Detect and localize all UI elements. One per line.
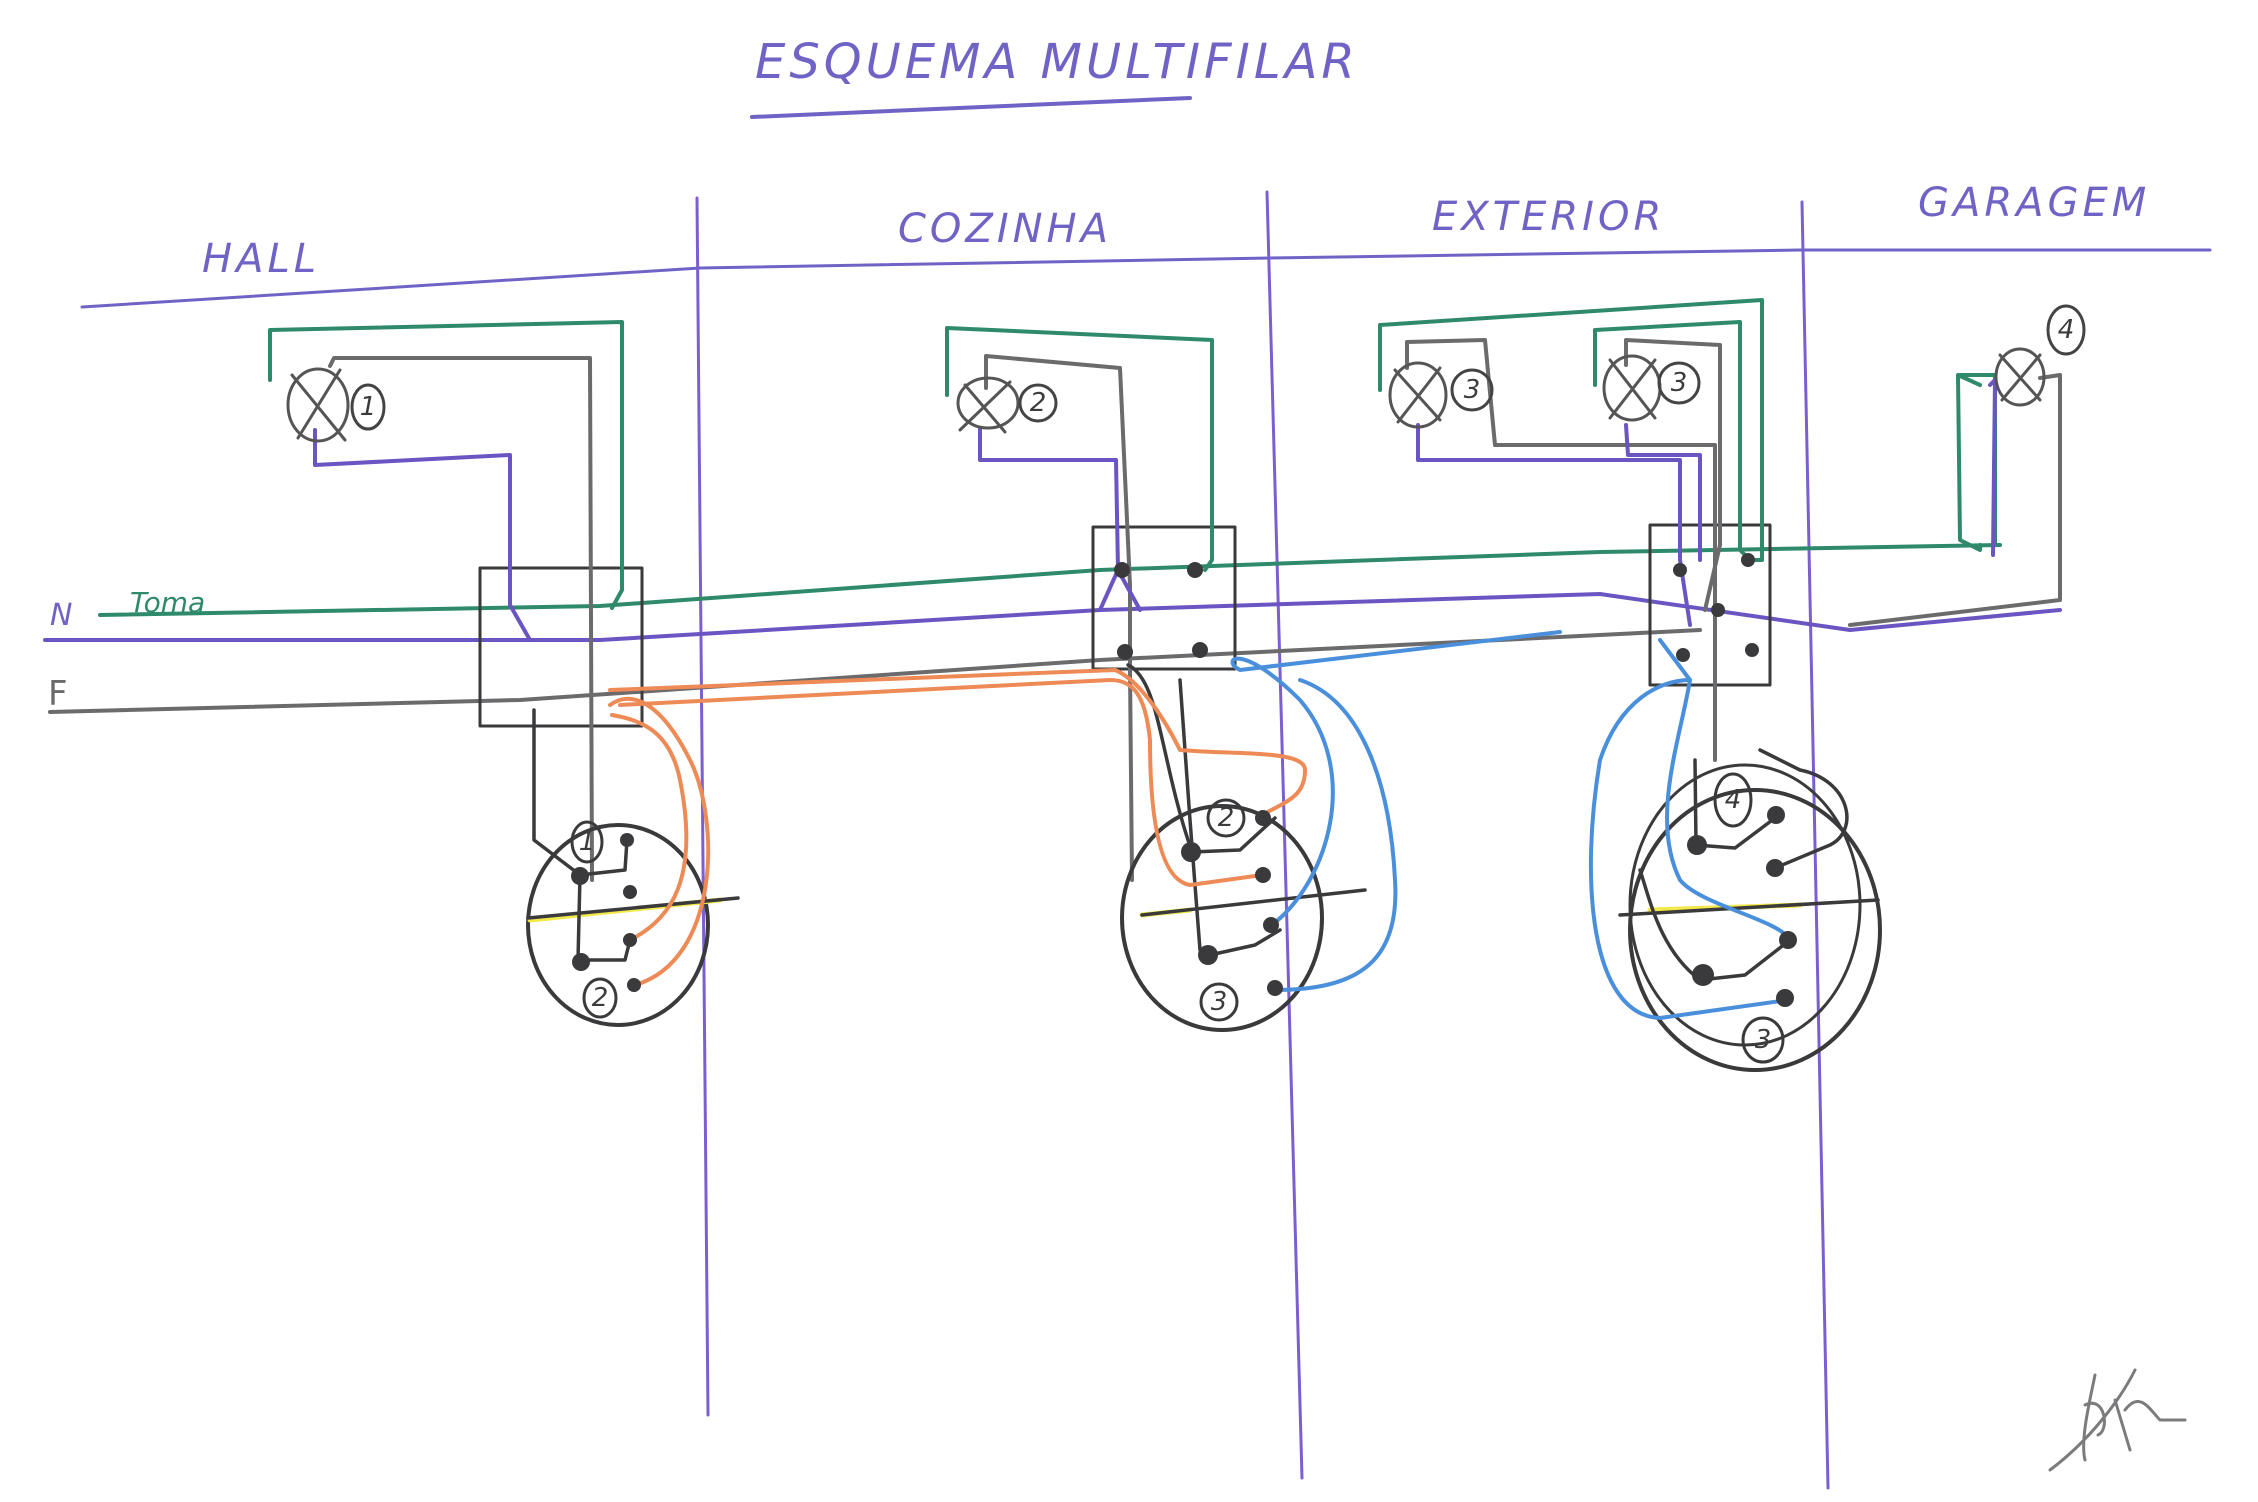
phase-conductor — [48, 628, 1702, 714]
zone-label-cozinha: COZINHA — [898, 206, 1112, 252]
neutral-conductor — [43, 592, 2062, 642]
exterior-circuit: 3 3 4 3 — [1378, 298, 1882, 1072]
lamp-number-3b: 3 — [1671, 368, 1688, 398]
junction-box-cozinha — [1091, 525, 1237, 671]
zone-label-garagem: GARAGEM — [1918, 180, 2150, 226]
lamp-exterior-a: 3 — [1388, 361, 1494, 429]
zone-divider-cozinha-exterior — [1265, 190, 1304, 1480]
hall-circuit: 1 1 2 — [268, 320, 740, 1027]
socket-conductor — [98, 543, 2002, 617]
lamp-number-3a: 3 — [1464, 375, 1481, 405]
phase-label: F — [48, 674, 68, 714]
cozinha-circuit: 2 2 3 — [608, 326, 1562, 1032]
switch-hall-label-2: 2 — [592, 983, 609, 1013]
switch-cozinha: 2 3 — [608, 562, 1562, 1032]
neutral-label: N — [50, 598, 76, 633]
lamp-cozinha: 2 — [956, 376, 1058, 434]
lamp-exterior-b: 3 — [1602, 354, 1701, 422]
lamp-garagem: 4 — [1994, 304, 2086, 407]
switch-cozinha-label-3: 3 — [1211, 987, 1228, 1017]
title-underline — [750, 96, 1192, 119]
zone-label-exterior: EXTERIOR — [1432, 194, 1665, 240]
switch-exterior-label-3: 3 — [1755, 1025, 1772, 1055]
garagem-circuit: 4 — [1848, 304, 2086, 627]
junction-box-exterior — [1648, 523, 1772, 687]
switch-hall-label-1: 1 — [579, 827, 596, 857]
junction-box-hall — [478, 566, 644, 728]
zone-label-hall: HALL — [202, 236, 320, 282]
lamp-number-4: 4 — [2058, 315, 2075, 345]
lamp-number-1: 1 — [360, 392, 377, 422]
lamp-number-2: 2 — [1030, 388, 1047, 418]
zone-header-line — [80, 248, 2212, 309]
diagram-title: ESQUEMA MULTIFILAR — [755, 34, 1359, 90]
switch-hall: 1 2 — [526, 696, 740, 1027]
signature — [2048, 1368, 2187, 1472]
zone-divider-exterior-garagem — [1800, 200, 1830, 1490]
switch-cozinha-label-2: 2 — [1218, 803, 1235, 833]
switch-exterior: 4 3 — [1588, 553, 1882, 1072]
lamp-hall: 1 — [286, 367, 386, 443]
switch-exterior-label-4: 4 — [1725, 785, 1742, 815]
